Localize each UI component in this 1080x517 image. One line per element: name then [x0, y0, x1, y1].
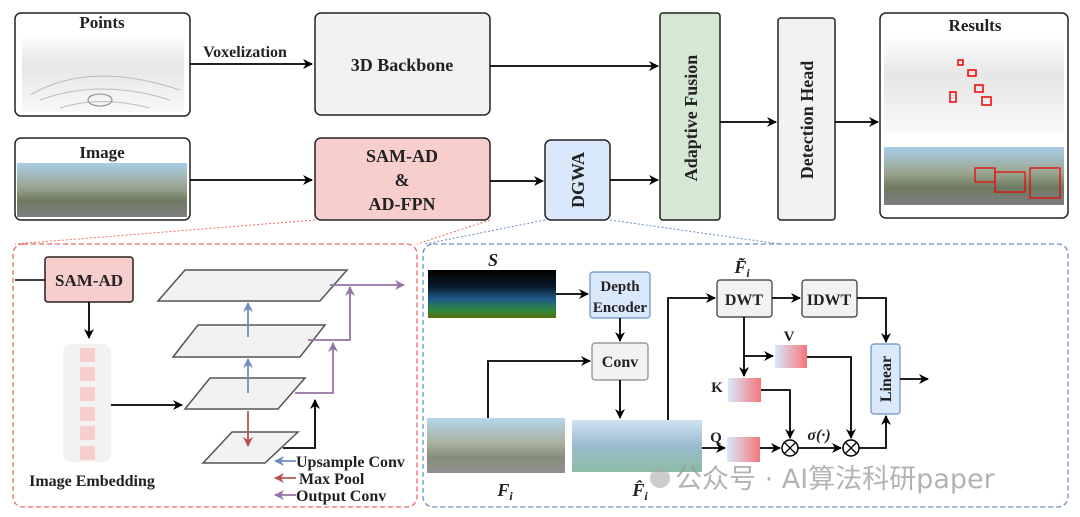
sam-line3: AD-FPN	[369, 194, 436, 214]
results-box: Results	[879, 12, 1069, 219]
fi-feature-image	[427, 418, 565, 473]
adaptive-fusion-box	[659, 12, 721, 221]
results-image	[884, 147, 1064, 205]
linear-label: Linear	[878, 356, 895, 402]
idwt-label: IDWT	[807, 292, 852, 309]
voxelization-label: Voxelization	[203, 44, 287, 61]
sam-line1: SAM-AD	[366, 146, 438, 166]
legend-output-conv: Output Conv	[296, 488, 386, 505]
dgwa-detail-panel	[422, 243, 1069, 508]
wechat-icon	[650, 468, 670, 488]
s-label: S	[488, 250, 498, 270]
depth-encoder-line1: Depth	[600, 279, 640, 295]
sam-ad-label: SAM-AD	[55, 271, 123, 290]
pyramid-level-4	[201, 431, 300, 464]
watermark: 公众号 · AI算法科研paper	[650, 464, 996, 495]
points-box: Points	[14, 12, 191, 117]
sam-ad-fpn-box	[314, 137, 491, 221]
feature-pyramid	[156, 269, 349, 464]
result-boxes-3d	[949, 59, 992, 106]
3d-backbone-box	[314, 12, 491, 116]
results-point-cloud	[884, 36, 1064, 132]
watermark-text: 公众号 · AI算法科研paper	[675, 464, 996, 495]
multiply-icon	[842, 439, 860, 457]
sam-ad-fpn-detail-panel	[12, 243, 418, 508]
dwt-label: DWT	[725, 292, 764, 309]
legend-upsample-conv: Upsample Conv	[296, 454, 405, 471]
fhat-feature-image	[572, 420, 702, 472]
ftilde-label: F̃i	[733, 257, 750, 280]
v-tensor	[775, 345, 807, 368]
pyramid-level-3	[183, 377, 307, 410]
adaptive-fusion-label: Adaptive Fusion	[681, 55, 701, 182]
sigma-label: σ(·)	[807, 427, 830, 444]
results-title: Results	[949, 16, 1002, 35]
dgwa-label: DGWA	[568, 152, 588, 208]
image-embedding-label: Image Embedding	[29, 473, 155, 490]
3d-backbone-label: 3D Backbone	[351, 55, 454, 75]
q-tensor	[727, 437, 760, 462]
depth-encoder-line2: Encoder	[593, 300, 648, 316]
pyramid-level-2	[171, 324, 327, 358]
fi-label: Fi	[496, 480, 513, 503]
zoom-connector	[14, 219, 316, 245]
sam-line2: &	[395, 170, 410, 190]
lidar-point-cloud-image	[22, 34, 184, 112]
k-label: K	[711, 380, 723, 396]
zoom-connector	[609, 219, 781, 245]
image-title: Image	[79, 143, 125, 162]
legend-max-pool: Max Pool	[299, 471, 365, 488]
zoom-connector	[416, 219, 491, 245]
q-label: Q	[710, 430, 722, 446]
conv-label: Conv	[602, 354, 638, 371]
image-embedding	[63, 344, 111, 462]
detection-head-label: Detection Head	[797, 61, 817, 179]
multiply-icon	[781, 439, 799, 457]
zoom-connector	[424, 219, 546, 245]
v-label: V	[784, 329, 795, 345]
legend: Upsample Conv Max Pool Output Conv	[274, 454, 405, 505]
sparse-depth-image	[428, 270, 556, 318]
points-title: Points	[79, 13, 125, 32]
k-tensor	[728, 378, 761, 402]
pyramid-level-1	[156, 269, 349, 302]
image-box: Image	[14, 137, 191, 221]
fhat-label: F̂i	[631, 480, 648, 503]
street-image	[17, 163, 187, 217]
detection-head-box	[777, 17, 836, 221]
